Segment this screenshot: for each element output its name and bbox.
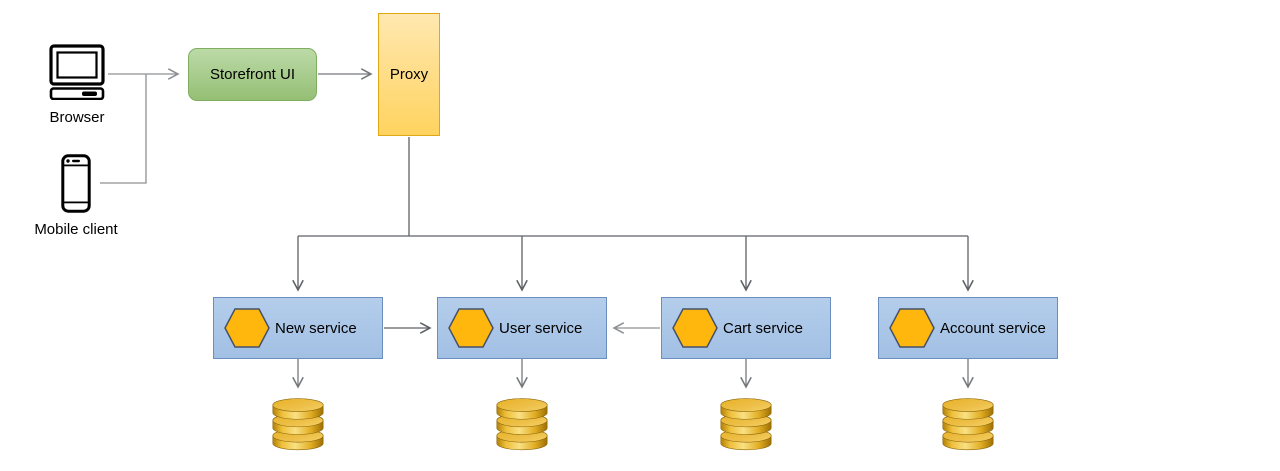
storefront-ui-label: Storefront UI — [209, 66, 296, 83]
database-icon-cart-service — [720, 398, 772, 451]
storefront-ui-node: Storefront UI — [188, 48, 317, 101]
proxy-node: Proxy — [378, 13, 440, 136]
mobile-phone-icon — [61, 154, 91, 213]
hexagon-icon — [889, 308, 935, 348]
hexagon-icon — [448, 308, 494, 348]
browser-label: Browser — [49, 109, 105, 126]
new-service-node: New service — [213, 297, 383, 359]
hexagon-icon — [224, 308, 270, 348]
account-service-node: Account service — [878, 297, 1058, 359]
database-icon-user-service — [496, 398, 548, 451]
edge-mobile-to-storefront — [100, 74, 147, 184]
database-icon-new-service — [272, 398, 324, 451]
edge-proxy-to-services — [292, 137, 974, 292]
new-service-label: New service — [275, 319, 357, 337]
browser-computer-icon — [49, 44, 105, 101]
mobile-client-label: Mobile client — [34, 221, 118, 238]
cart-service-label: Cart service — [723, 319, 804, 337]
user-service-node: User service — [437, 297, 607, 359]
hexagon-icon — [672, 308, 718, 348]
account-service-label: Account service — [940, 319, 1046, 337]
proxy-label: Proxy — [389, 66, 429, 83]
database-icon-account-service — [942, 398, 994, 451]
edge-services-to-databases — [292, 359, 974, 389]
user-service-label: User service — [499, 319, 583, 337]
cart-service-node: Cart service — [661, 297, 831, 359]
